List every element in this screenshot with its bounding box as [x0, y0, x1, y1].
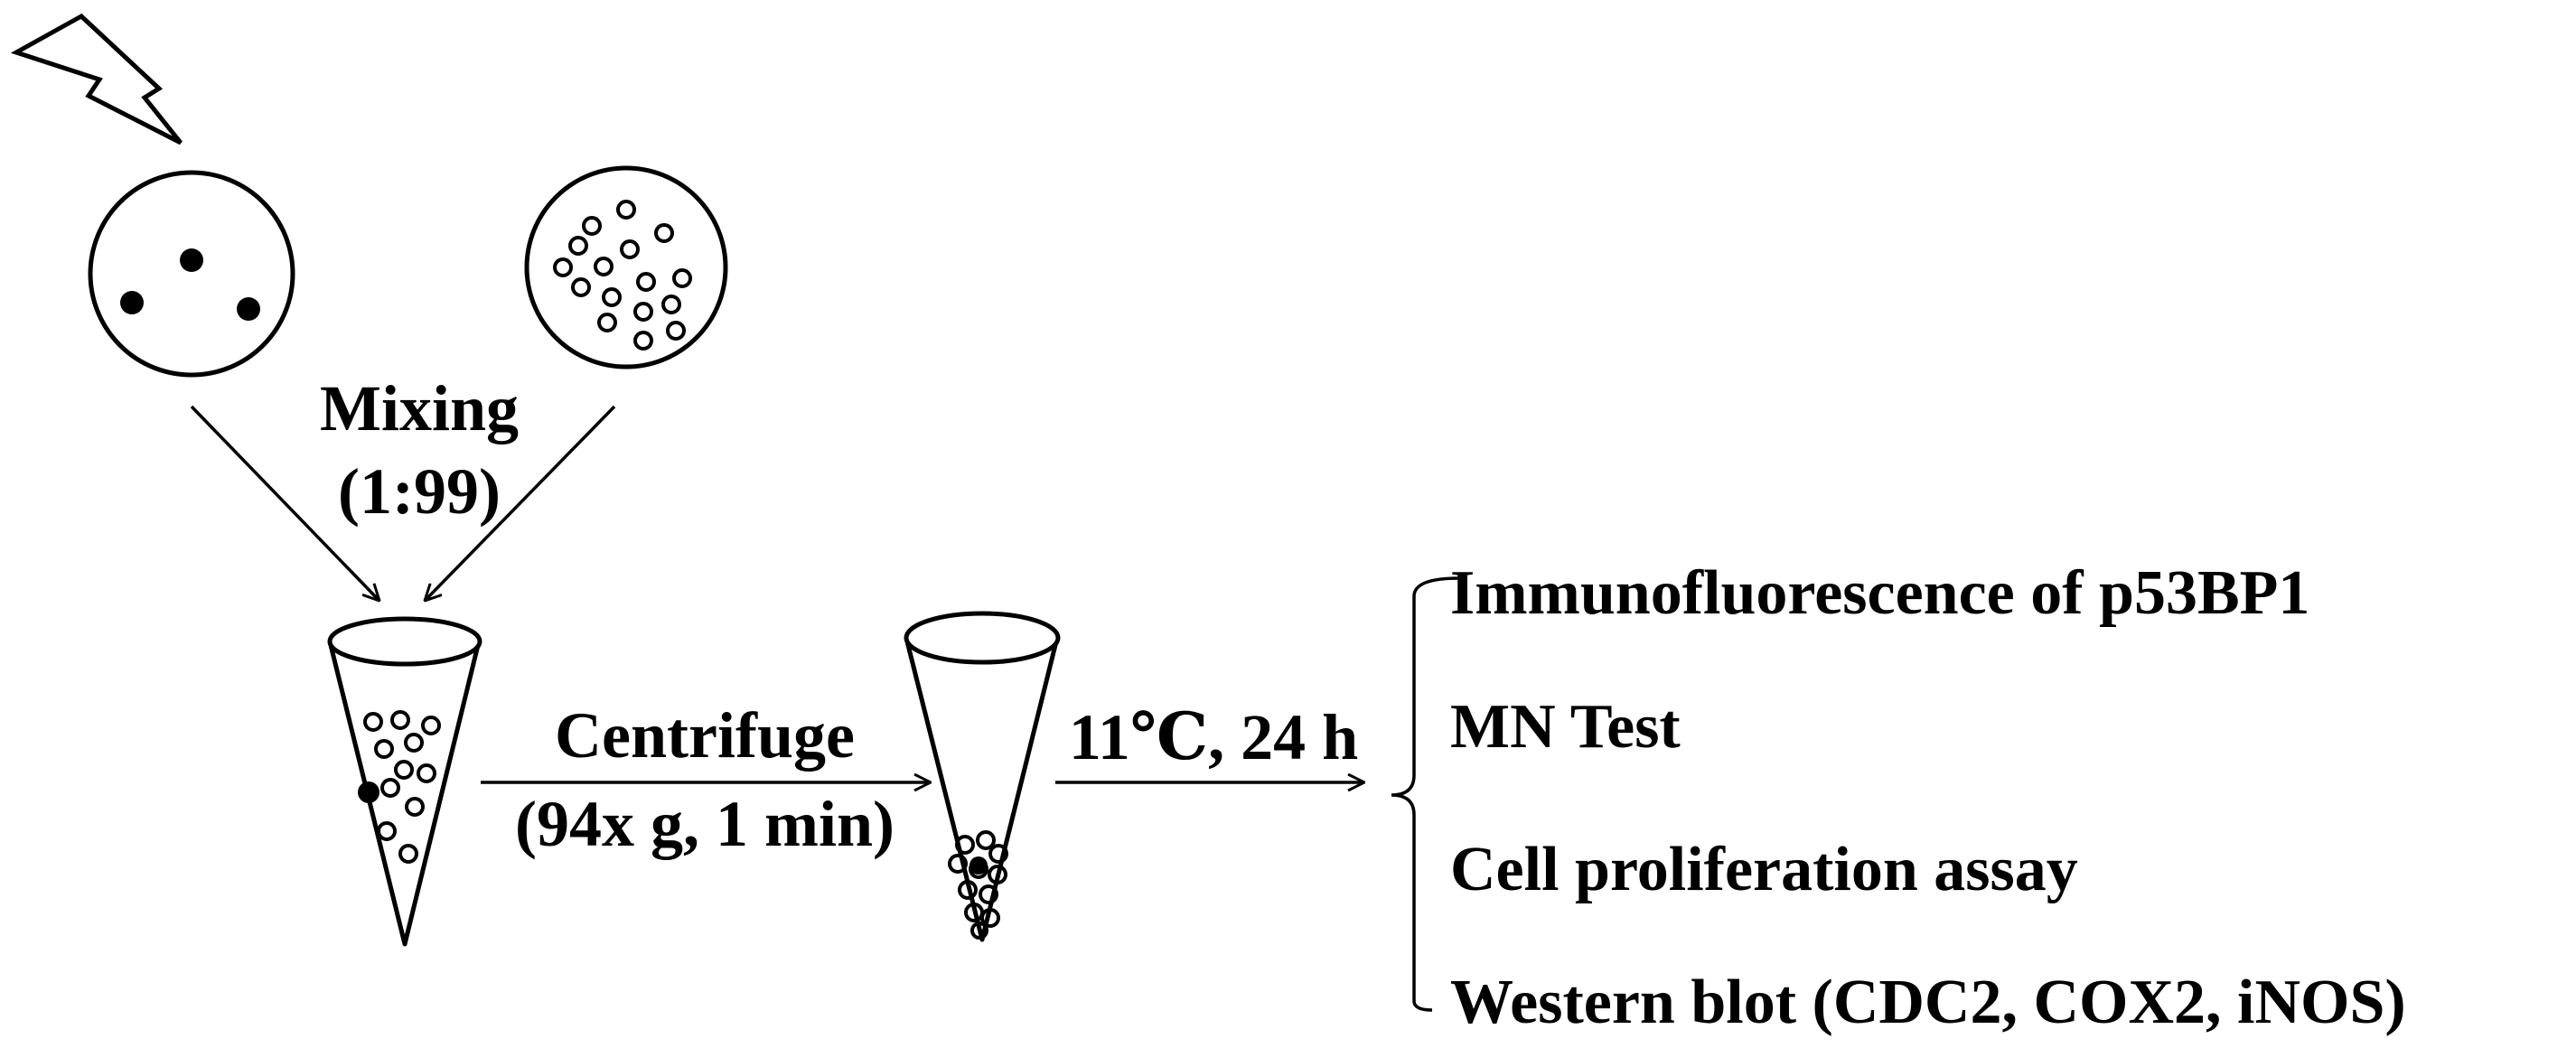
mixing-ratio-label: (1:99) [338, 455, 501, 528]
filled-cell [120, 291, 144, 314]
filled-cell [237, 297, 260, 321]
filled-cell [180, 248, 203, 272]
mixing-label: Mixing [319, 372, 519, 444]
irradiated-dish [88, 170, 295, 378]
outcome-mn-test: MN Test [1450, 692, 1681, 762]
mixing-arrow-right [425, 405, 616, 601]
filled-cell [970, 856, 988, 875]
nonirradiated-dish [524, 165, 728, 370]
lightning-bolt-icon [10, 13, 183, 145]
incubation-label: 11℃, 24 h [1068, 701, 1359, 773]
outcomes-bracket [1391, 576, 1460, 1012]
tube-mixed-cells [327, 616, 482, 947]
outcome-immunofluorescence: Immunofluorescence of p53BP1 [1450, 558, 2310, 628]
filled-cell [358, 781, 379, 803]
outcome-cell-proliferation: Cell proliferation assay [1450, 835, 2078, 904]
outcome-western-blot: Western blot (CDC2, COX2, iNOS) [1450, 968, 2406, 1037]
centrifuge-label: Centrifuge [555, 699, 855, 772]
centrifuge-params-label: (94x g, 1 min) [515, 788, 895, 860]
tube-cell-pellet [904, 611, 1061, 942]
mixing-arrow-left [190, 405, 379, 601]
